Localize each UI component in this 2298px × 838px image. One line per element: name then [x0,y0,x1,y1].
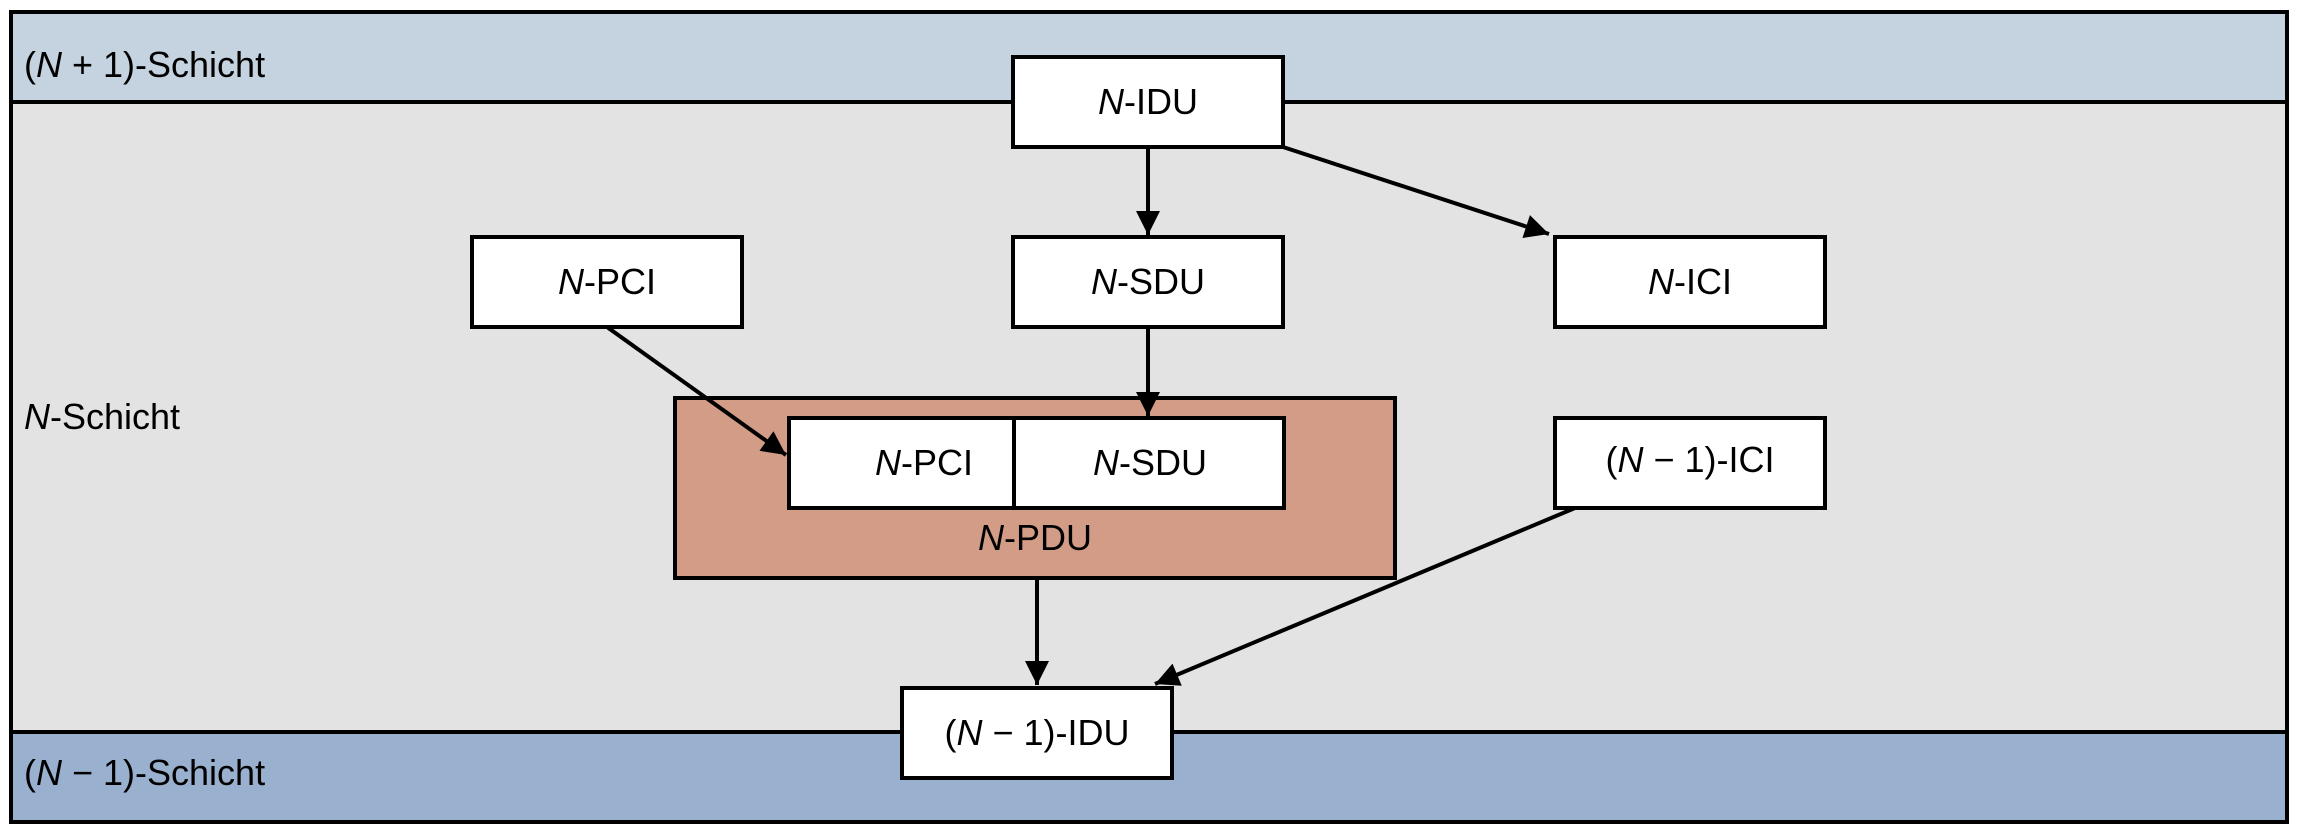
lower-layer-label: (N − 1)-Schicht [24,752,265,793]
arrow-n1-ici-to-n1-idu [1154,506,1576,686]
n1-ici-box [1553,416,1827,510]
n-idu-label: N-IDU [1098,81,1198,122]
n-pci-top-label: N-PCI [558,261,656,302]
arrow-idu-to-ici [1282,145,1550,238]
arrow-pci-to-inner-pci [605,325,788,457]
n-pdu-label: N-PDU [978,517,1092,558]
n1-idu-box [900,686,1174,780]
n-pci-inner-label: N-PCI [875,442,973,483]
n-pci-inner-box [787,416,1016,510]
n-pci-top-box [470,235,744,329]
n-sdu-inner-box [1012,416,1286,510]
n1-idu-label: (N − 1)-IDU [944,712,1129,753]
n-ici-box [1553,235,1827,329]
n1-ici-label: (N − 1)-ICI [1605,439,1774,480]
upper-layer-label: (N + 1)-Schicht [24,44,265,85]
n-ici-label: N-ICI [1648,261,1732,302]
n-sdu-inner-label: N-SDU [1093,442,1207,483]
n-sdu-top-label: N-SDU [1091,261,1205,302]
middle-layer-label: N-Schicht [24,396,180,437]
